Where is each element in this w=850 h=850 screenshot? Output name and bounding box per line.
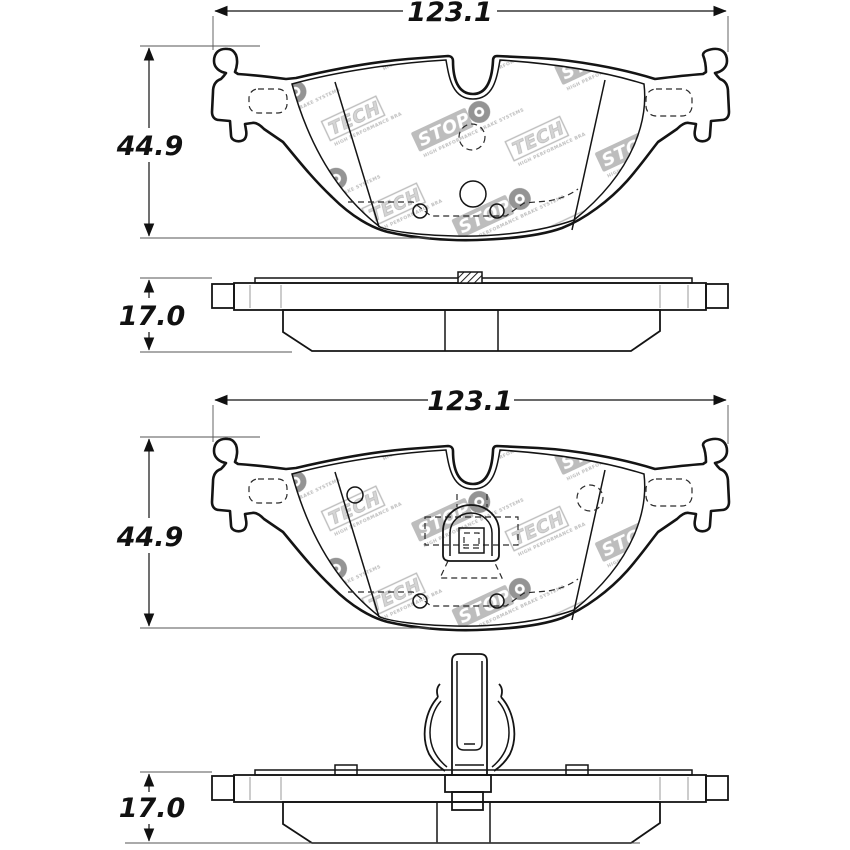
sensor-socket-hidden [463, 532, 480, 549]
dim-height-bottom: 44.9 [116, 436, 430, 629]
hidden-right-hole [576, 484, 604, 512]
dim-width-bottom-label: 123.1 [427, 386, 512, 417]
plate-left-cap [211, 283, 235, 309]
dim-width-top: 123.1 [212, 0, 729, 52]
dim-width-top-label: 123.1 [407, 0, 492, 28]
sensor-socket-square [458, 527, 485, 554]
dim-thickness-top-label: 17.0 [119, 301, 186, 332]
plate-tab-right [565, 764, 589, 776]
friction-material [282, 309, 661, 352]
plate-right-cap [705, 283, 729, 309]
dim-height-bottom-label: 44.9 [116, 522, 184, 553]
pad-inner-face-outline [291, 59, 646, 237]
backing-plate-2 [233, 774, 707, 803]
hidden-bottom-edge [348, 188, 579, 217]
abutment-clip-hatched [457, 271, 483, 284]
front-view-bottom-details [346, 484, 604, 579]
sensor-block [444, 774, 492, 793]
backing-plate [233, 282, 707, 311]
sensor-clip-left-inner [429, 700, 448, 768]
dim-height-top-label: 44.9 [116, 131, 184, 162]
sensor-mount-inner-arc [449, 512, 493, 556]
dim-thickness-top: 17.0 [119, 277, 292, 353]
sensor-clip-left-tip [436, 683, 441, 698]
small-rivet-hole-left [412, 203, 428, 219]
plate-tab-left [334, 764, 358, 776]
dim-height-top: 44.9 [116, 45, 430, 239]
hidden-center-hole [458, 123, 486, 151]
sensor-mount-hidden-skirt [439, 560, 503, 579]
plate-left-cap-2 [211, 775, 235, 801]
sensor-clip-right-outer [493, 696, 516, 772]
sensor-clip-left-outer [423, 696, 446, 772]
sensor-body-inner [456, 661, 483, 751]
right-segment-line [571, 79, 606, 231]
pad-front-outline-reuse [212, 439, 729, 640]
right-ear-hidden-edge [645, 88, 693, 117]
sensor-clip-right-tip [498, 683, 503, 698]
dim-thickness-bottom: 17.0 [119, 771, 640, 844]
wear-sensor [423, 653, 516, 811]
left-ear-hidden-edge [248, 88, 288, 114]
sensor-stem [451, 791, 484, 811]
front-view-top-details [458, 123, 487, 208]
sensor-mount-outer [442, 504, 500, 562]
center-hole [459, 180, 487, 208]
small-rivet-hole-right [489, 203, 505, 219]
plate-right-cap-2 [705, 775, 729, 801]
side-view-top [211, 271, 729, 352]
sensor-clip-right-inner [491, 700, 510, 768]
left-small-hole [346, 486, 364, 504]
friction-material-2 [282, 801, 661, 844]
left-segment-line [334, 81, 380, 228]
side-view-bottom [211, 653, 729, 844]
sensor-body [451, 653, 488, 776]
dim-width-bottom: 123.1 [212, 386, 729, 444]
dim-thickness-bottom-label: 17.0 [119, 793, 186, 824]
